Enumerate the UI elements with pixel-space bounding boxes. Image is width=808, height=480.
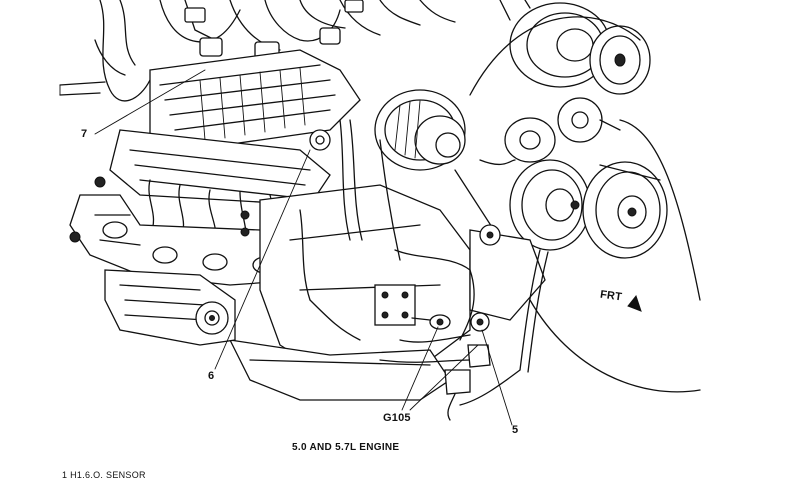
valve-cover-ribs [199, 67, 306, 141]
leader-5 [481, 329, 513, 426]
accessory-drive [454, 0, 701, 393]
crankshaft-pulley [582, 161, 668, 259]
ground-g105 [411, 314, 451, 330]
leader-6 [214, 149, 311, 370]
ac-compressor-pulley [589, 25, 651, 95]
callout-5: 5 [512, 424, 519, 436]
oil-pan [228, 339, 451, 401]
valve-cover-left [94, 129, 331, 206]
tensioner-pulley [557, 97, 603, 143]
callout-g105: G105 [383, 412, 411, 424]
engine-block [240, 184, 471, 371]
leader-g105 [401, 326, 439, 411]
leader-7 [94, 69, 206, 135]
front-arrow-icon [627, 294, 642, 312]
alternator [374, 89, 466, 171]
callout-leaders [94, 69, 513, 426]
callout-7: 7 [81, 128, 88, 140]
water-pump-pulley [509, 159, 591, 251]
figure-caption: 5.0 AND 5.7L ENGINE [292, 442, 400, 453]
footer-text: 1 H1.6.O. SENSOR [62, 470, 146, 480]
idler-pulley [504, 117, 556, 163]
starter-motor [104, 269, 236, 346]
callout-6: 6 [208, 370, 215, 382]
intake-manifold [149, 49, 361, 151]
oxygen-sensor-connector [444, 312, 491, 421]
leader-g105-b [409, 344, 479, 411]
power-steering-pulley [499, 0, 611, 88]
top-wiring-harness [59, 0, 456, 102]
